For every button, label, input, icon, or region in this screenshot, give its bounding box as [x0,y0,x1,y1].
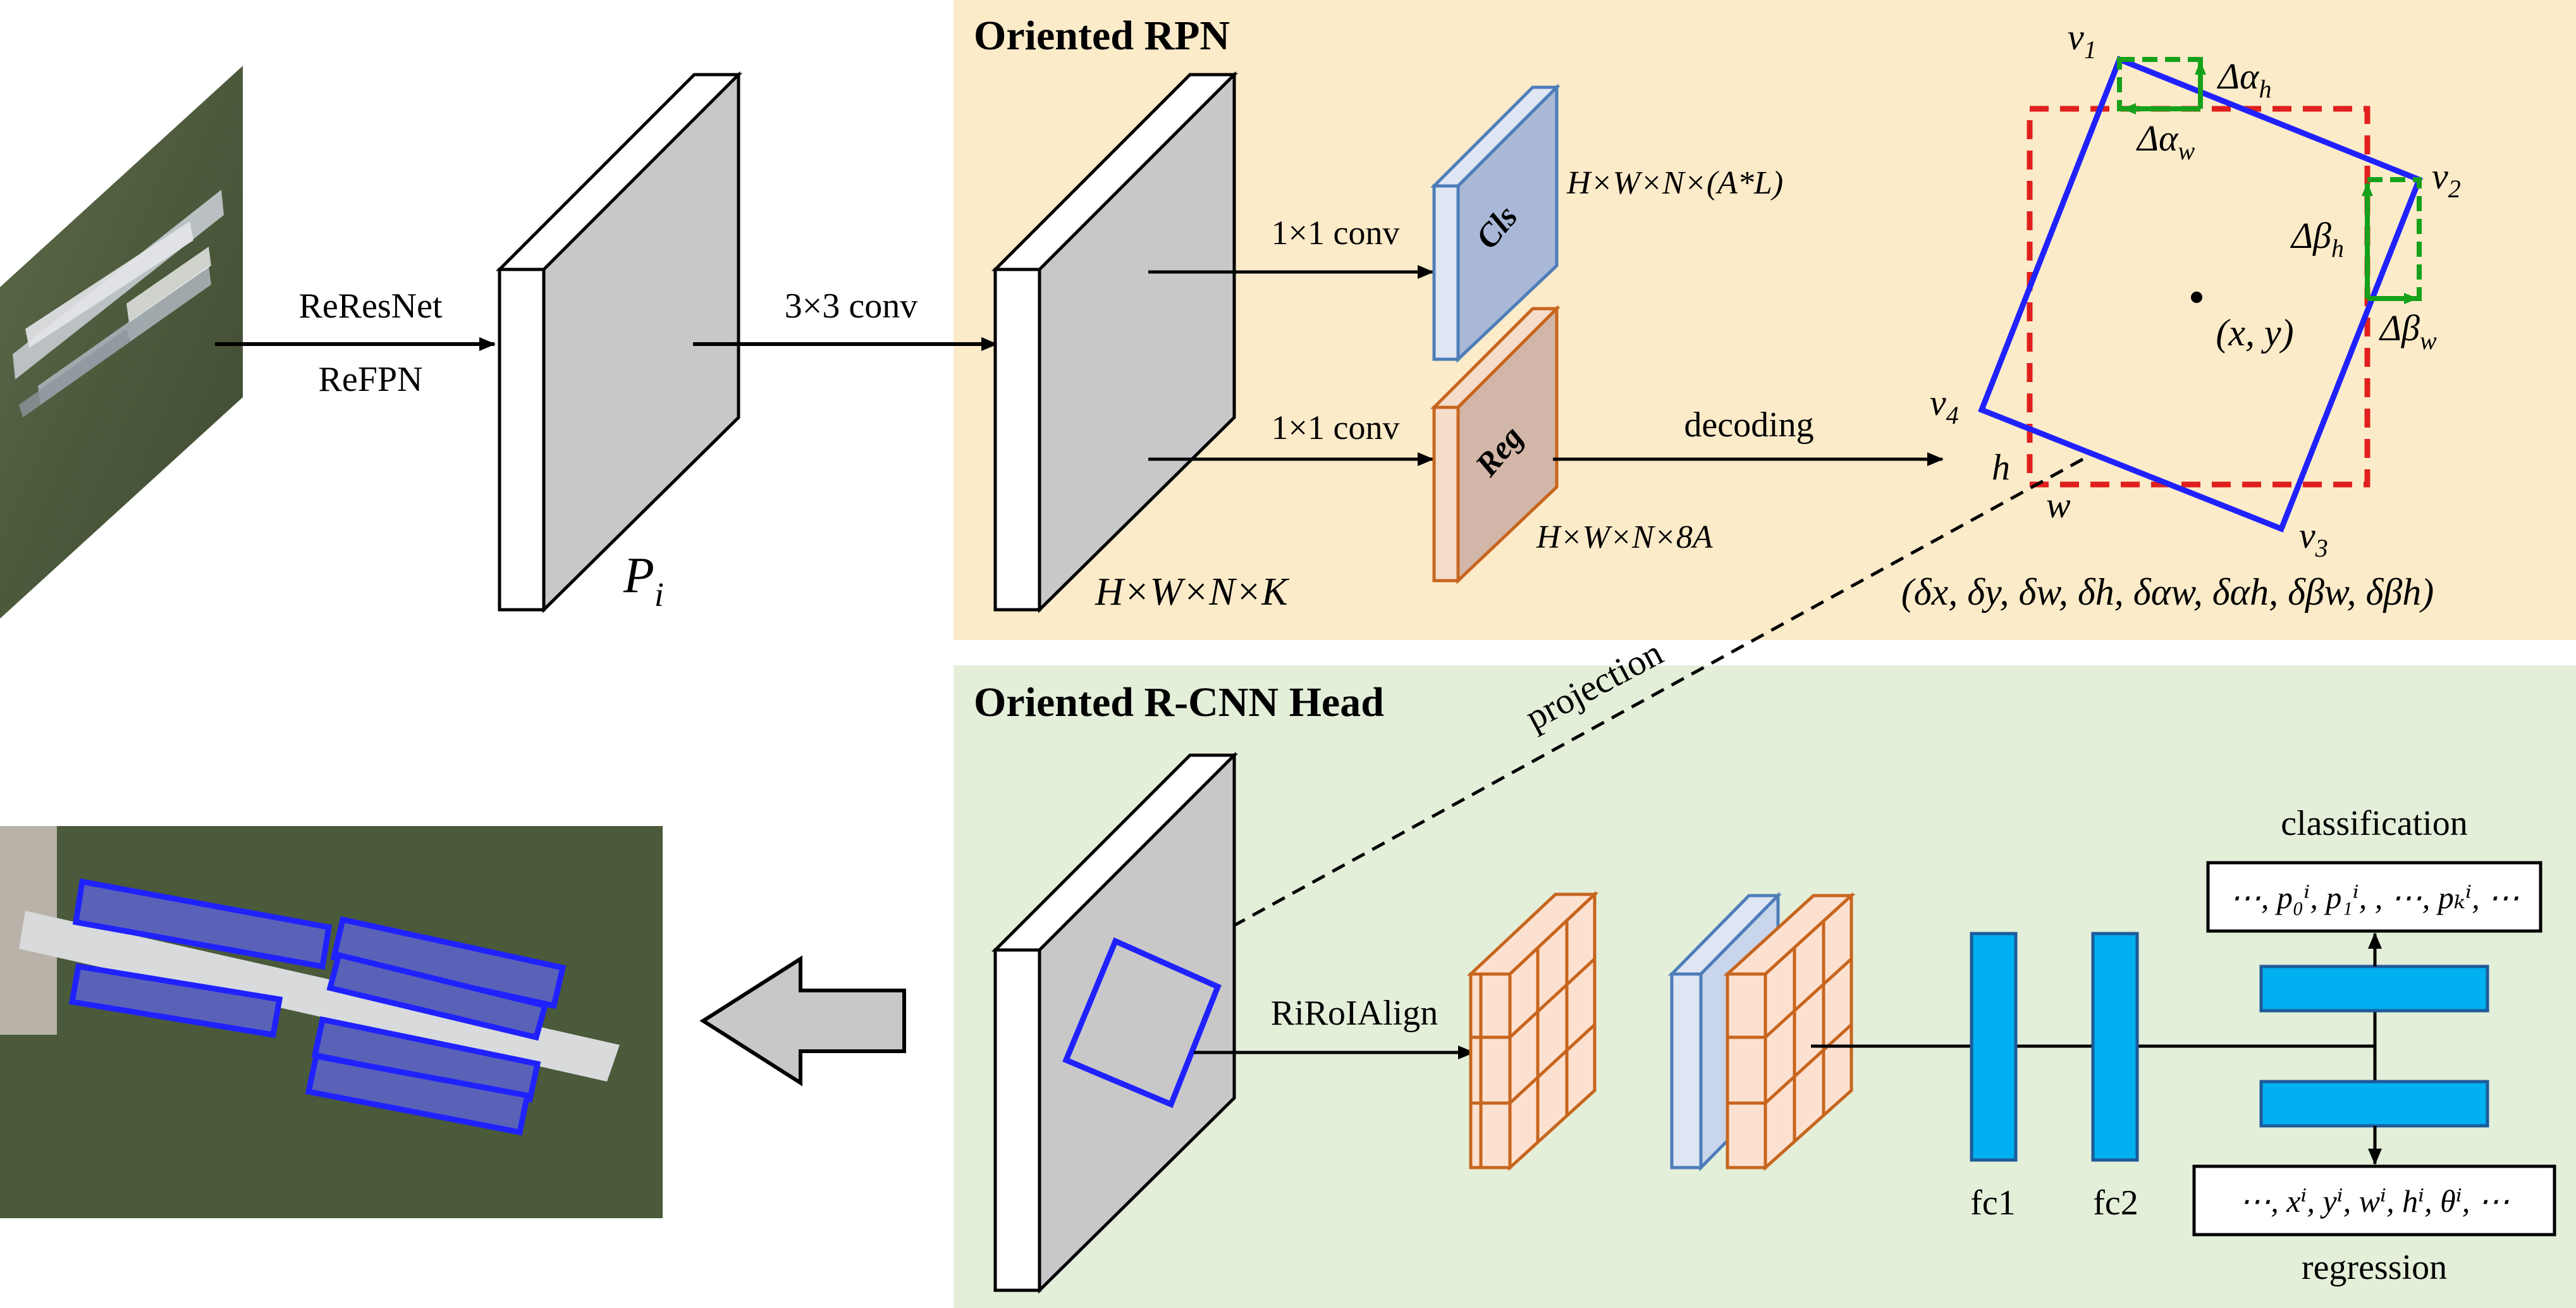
regression-label: regression [2302,1248,2447,1287]
feature-dims: H×W×N×K [1095,571,1290,614]
reg-conv-label: 1×1 conv [1272,409,1400,447]
reg-output: ⋯, xⁱ, yⁱ, wⁱ, hⁱ, θⁱ, ⋯ [2239,1183,2510,1219]
output-detection-image [0,826,663,1218]
stacked-feature-blocks [1668,891,1856,1172]
v3-label: v3 [2299,515,2328,562]
conv3-label: 3×3 conv [785,287,917,326]
w-label: w [2046,484,2071,526]
regression-params: (δx, δy, δw, δh, δαw, δαh, δβw, δβh) [1901,571,2434,613]
input-aerial-image [0,66,243,619]
alpha-h-label: Δαh [2217,56,2272,103]
pyramid-label: Pi [623,548,664,614]
beta-w-label: Δβw [2379,307,2437,355]
cls-fc-bar [2259,965,2489,1013]
v1-label: v1 [2068,16,2097,64]
beta-h-label: Δβh [2290,215,2344,262]
roi-feature-grid [1466,891,1599,1171]
head-feature-map [991,751,1239,1294]
cls-dims: H×W×N×(A*L) [1566,165,1783,201]
cls-output-box [2206,861,2542,933]
cls-block [1430,83,1561,363]
projection-arrow [1170,457,2084,962]
rpn-title: Oriented RPN [974,13,1230,59]
backbone-label-1: ReResNet [298,287,443,326]
reg-output-box [2192,1164,2556,1237]
fc1-bar [1970,932,2018,1162]
oriented-bbox [1978,56,2423,533]
decoding-label: decoding [1684,405,1813,445]
reg-fc-bar [2259,1080,2489,1128]
cls-conv-label: 1×1 conv [1272,214,1400,252]
alpha-w-label: Δαw [2136,118,2195,165]
v4-label: v4 [1930,382,1959,429]
fc2-label: fc2 [2093,1183,2138,1223]
center-point [2191,292,2202,303]
reg-block [1430,304,1561,584]
cls-output: ⋯, p₀ⁱ, p₁ⁱ, , ⋯, pₖⁱ, ⋯ [2229,880,2519,915]
output-arrow [699,955,906,1087]
h-label: h [1992,447,2010,488]
rroi-label: RiRoIAlign [1271,994,1438,1033]
v2-label: v2 [2432,156,2461,203]
pyramid-feature-map [495,71,743,614]
reg-dims: H×W×N×8A [1536,519,1713,555]
fc1-label: fc1 [1970,1183,2016,1223]
fc2-bar [2091,932,2139,1162]
backbone-label-2: ReFPN [319,360,423,399]
classification-label: classification [2281,804,2467,843]
rpn-feature-map [991,71,1239,614]
center-label: (x, y) [2216,312,2293,354]
roi-box [1062,937,1222,1108]
head-title: Oriented R-CNN Head [974,679,1384,725]
